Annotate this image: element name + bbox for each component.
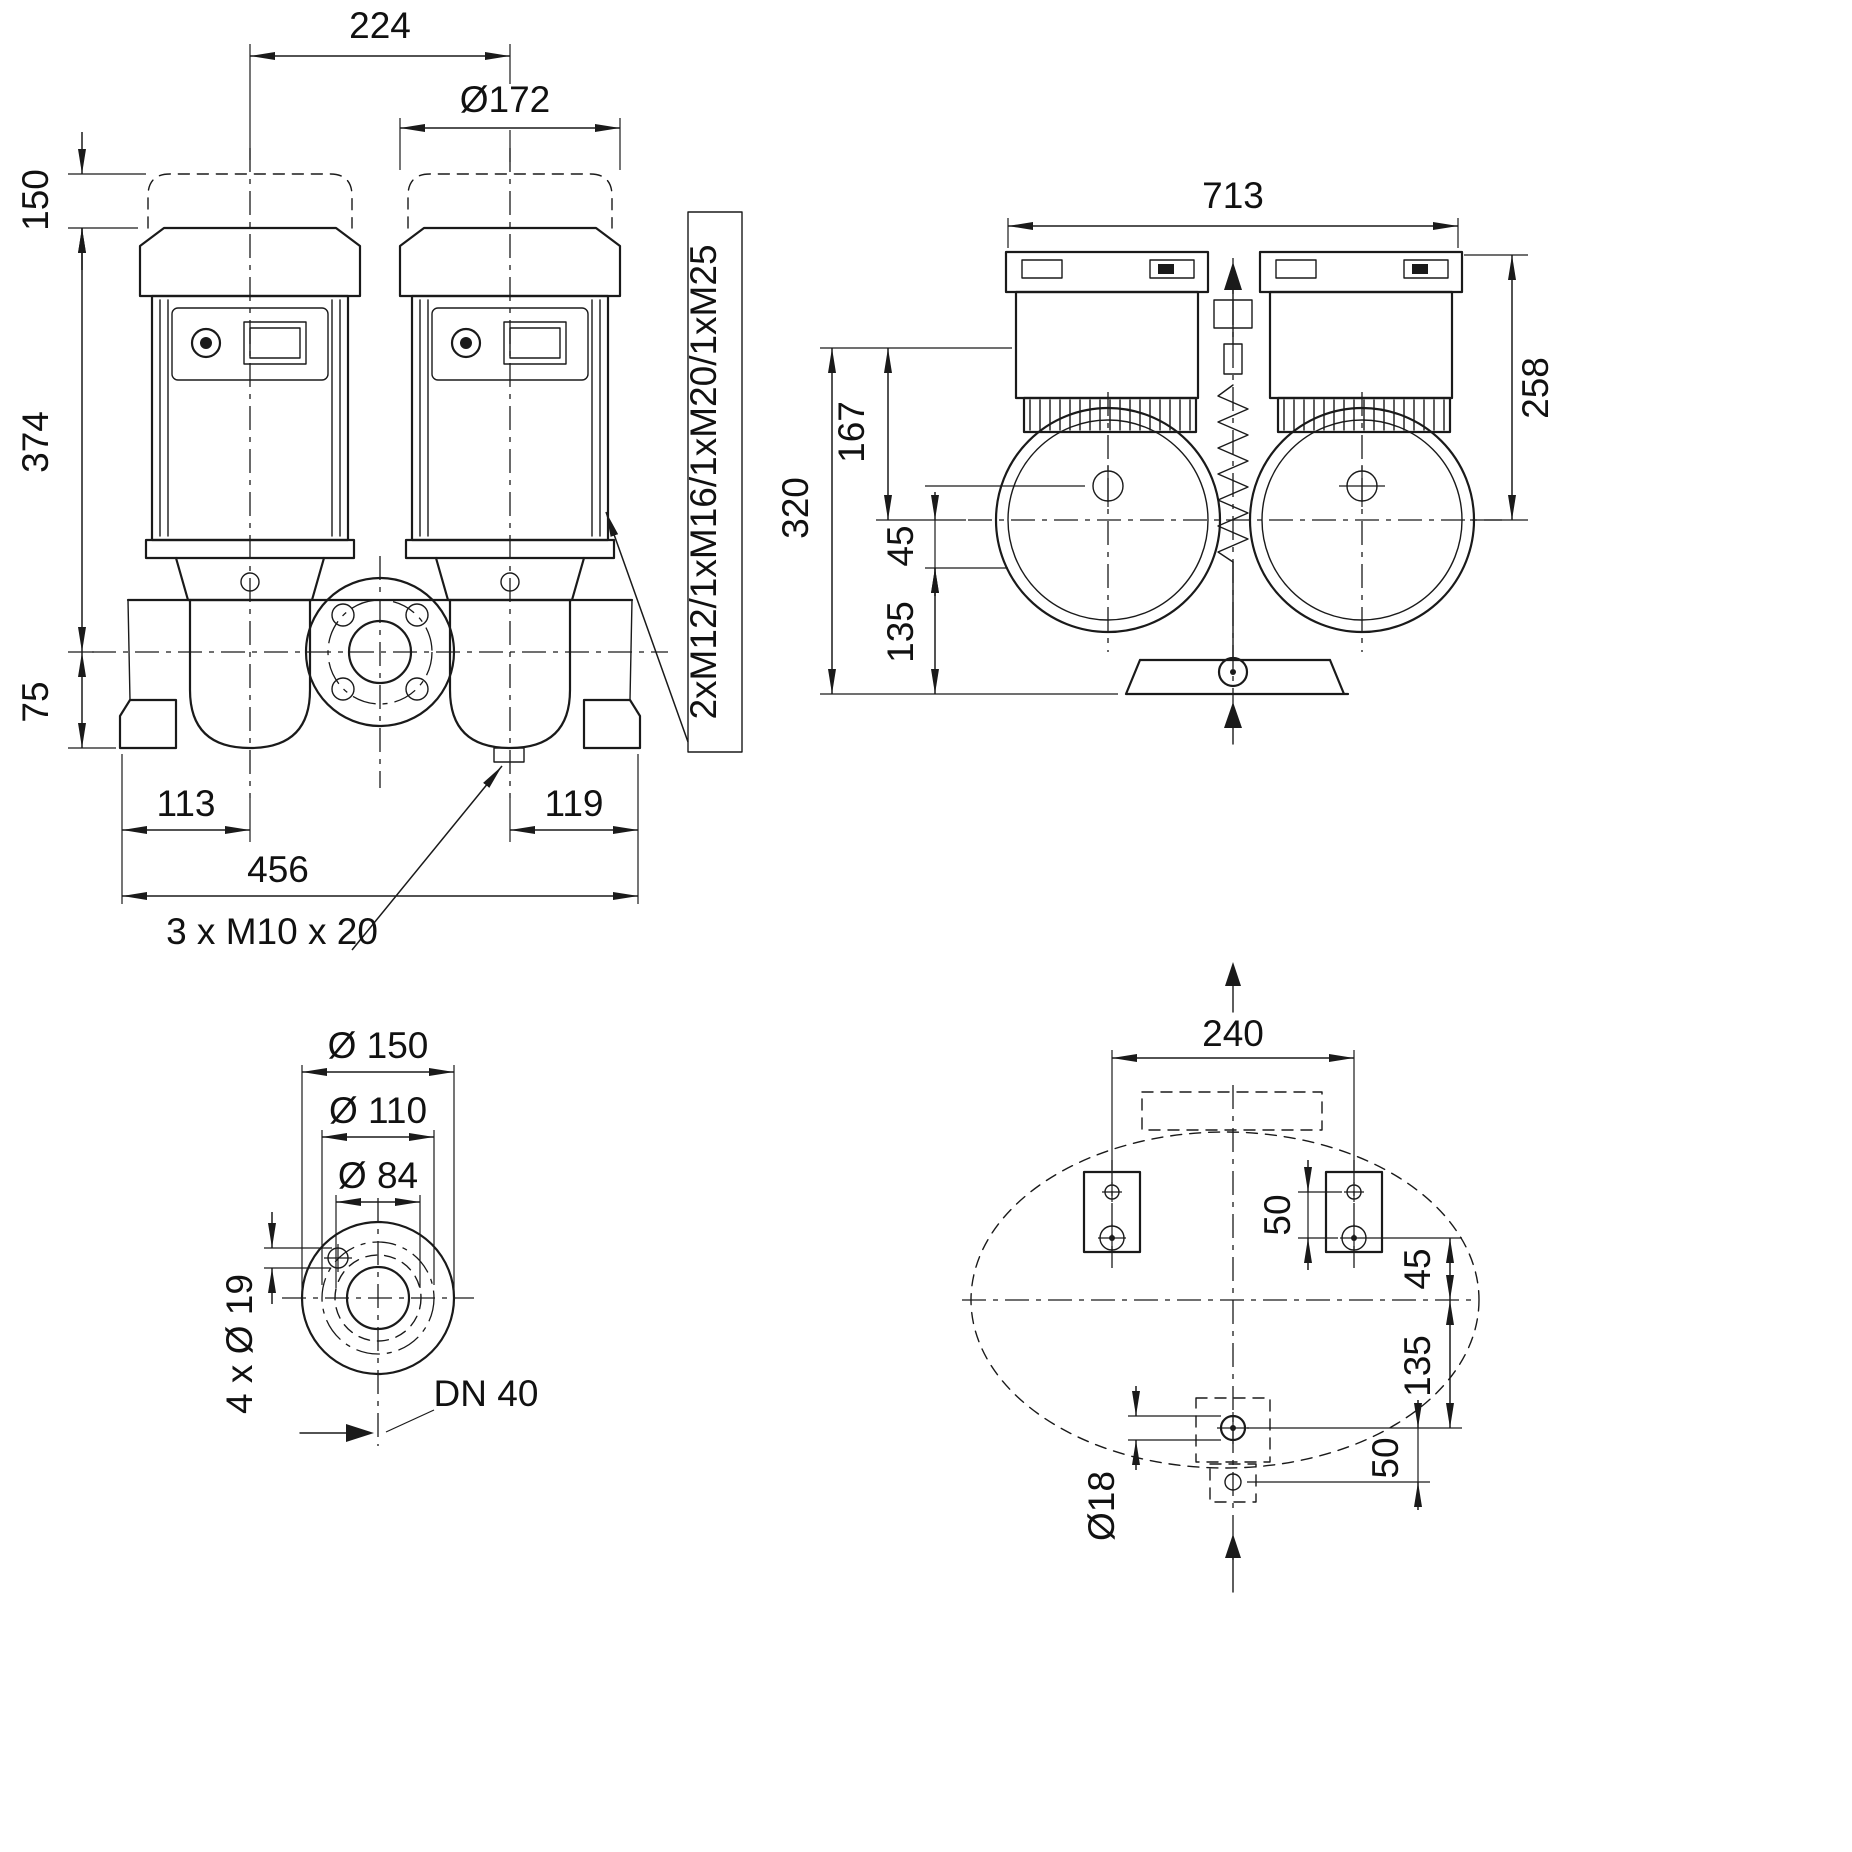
dim-45-label: 45 — [880, 525, 921, 566]
plan-view: 240 50 45 135 50 — [962, 962, 1480, 1593]
dim-320-label: 320 — [775, 477, 816, 539]
dim-bolt-circle: Ø 110 — [321, 1090, 435, 1285]
dim-224-label: 224 — [349, 5, 411, 46]
dim-45plan-label: 45 — [1397, 1248, 1438, 1289]
dim-75-label: 75 — [15, 681, 56, 722]
dim-top-pitch: 224 — [249, 5, 511, 162]
dim-side-width: 713 — [1007, 175, 1459, 248]
dim-plan-pitch: 240 — [1111, 1013, 1355, 1170]
front-flange — [304, 576, 456, 728]
flange-bolt-hole — [324, 1244, 352, 1272]
dim-flange-od: Ø 150 — [301, 1025, 455, 1290]
front-view: 224 Ø172 150 374 75 — [15, 5, 743, 952]
dim-bolt-holes: 4 x Ø 19 — [219, 1212, 332, 1414]
dim-167-label: 167 — [831, 401, 872, 463]
dim-374-label: 374 — [15, 411, 56, 473]
plan-pad-left — [1082, 1170, 1142, 1254]
dim-motor-height: 374 — [15, 228, 94, 653]
dim-foot-offsets: 113 119 456 — [121, 754, 639, 904]
dim-150-label: 150 — [15, 169, 56, 231]
side-motor-left — [994, 250, 1222, 634]
side-motor-right — [1248, 250, 1476, 634]
dim-center-to-bottom-hole: 135 — [1247, 1300, 1462, 1429]
dim-raised-face: Ø 84 — [335, 1155, 421, 1288]
label-foundation-bolts: 3 x M10 x 20 — [166, 765, 503, 952]
dim-172-label: Ø172 — [460, 79, 551, 120]
plan-pad-right — [1324, 1170, 1384, 1254]
dim-119-label: 119 — [545, 783, 604, 824]
dim-50top-label: 50 — [1257, 1194, 1298, 1235]
plan-pad-bottom — [1195, 1397, 1271, 1503]
dim-258-label: 258 — [1515, 357, 1556, 419]
dim-pad-hole-pitch: 50 — [1257, 1160, 1342, 1270]
dim-motor-diameter: Ø172 — [399, 79, 621, 170]
dim-top-to-center: 258 — [1464, 254, 1556, 521]
dim-cap-height: 150 — [15, 132, 146, 270]
dim-18-label: Ø18 — [1081, 1471, 1122, 1541]
dim-port-heights: 45 135 — [880, 485, 1085, 694]
dim-456-label: 456 — [247, 849, 309, 890]
dim-84-label: Ø 84 — [338, 1155, 418, 1196]
dim-113-label: 113 — [157, 783, 216, 824]
dim-135plan-label: 135 — [1397, 1335, 1438, 1397]
dim-4x19-label: 4 x Ø 19 — [219, 1274, 260, 1414]
front-pump-casing — [118, 576, 642, 763]
label-dn: DN 40 — [299, 1373, 539, 1442]
dim-bottom-hole-dia: Ø18 — [1081, 1386, 1221, 1541]
dim-240-label: 240 — [1202, 1013, 1264, 1054]
flange-detail-view: Ø 150 Ø 110 Ø 84 4 x Ø 19 DN 40 — [219, 1025, 538, 1446]
side-view: 713 258 167 320 45 135 — [775, 175, 1556, 745]
dim-135-label: 135 — [880, 601, 921, 663]
dim-heights-left: 167 320 — [775, 347, 1118, 695]
dim-center-to-hole: 45 — [1368, 1237, 1462, 1300]
dim-110-label: Ø 110 — [329, 1090, 427, 1131]
cable-glands-label: 2xM12/1xM16/1xM20/1xM25 — [683, 244, 724, 719]
dn40-label: DN 40 — [434, 1373, 539, 1414]
dim-base-to-center: 75 — [15, 652, 116, 749]
removal-space-outline — [147, 173, 613, 229]
dim-bottom-hole-pitch: 50 — [1247, 1400, 1430, 1510]
dim-713-label: 713 — [1202, 175, 1264, 216]
dim-150od-label: Ø 150 — [328, 1025, 429, 1066]
foundation-bolts-label: 3 x M10 x 20 — [166, 911, 378, 952]
label-cable-glands: 2xM12/1xM16/1xM20/1xM25 — [605, 211, 743, 753]
side-center-assembly — [1124, 262, 1350, 745]
front-motor-right — [398, 226, 622, 602]
dim-50bottom-label: 50 — [1365, 1437, 1406, 1478]
